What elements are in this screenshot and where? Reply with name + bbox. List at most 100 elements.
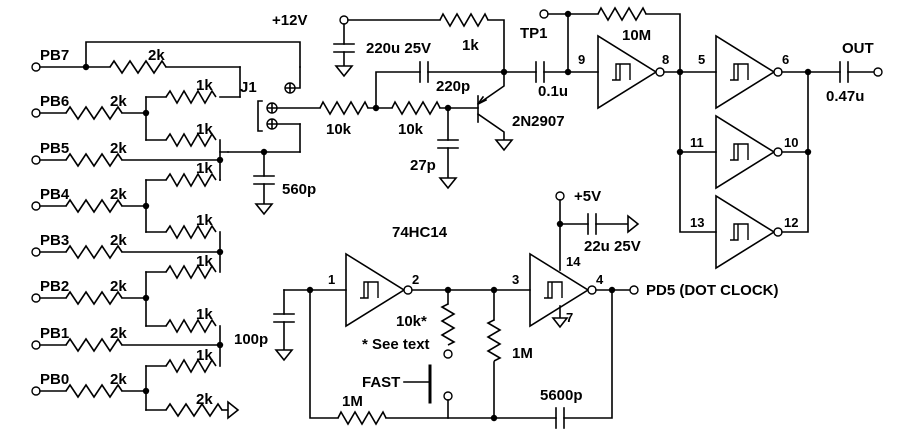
- supply-12v: [333, 12, 508, 78]
- c560p-label: 560p: [282, 181, 316, 198]
- r10k-label: 10k: [326, 121, 352, 138]
- junction: [82, 63, 90, 71]
- resistor-10k: [319, 100, 369, 116]
- pb7-terminal[interactable]: [31, 62, 41, 72]
- fast-switch-label: FAST: [362, 374, 400, 391]
- pb0-terminal[interactable]: [31, 386, 41, 396]
- pb4-label: PB4: [40, 186, 70, 203]
- ic-label: 74HC14: [392, 224, 448, 241]
- pb3-terminal[interactable]: [31, 247, 41, 257]
- out-label: OUT: [842, 40, 874, 57]
- capacitor-560p: [253, 151, 275, 216]
- resistor-10k-star: [440, 303, 456, 346]
- resistor-pb5-2k: [65, 152, 123, 168]
- ground-icon: [227, 400, 240, 420]
- j1-label: J1: [240, 79, 257, 96]
- labels: PB7 PB6 PB5 PB4 PB3 PB2 PB1 PB0 2k 2k 2k…: [40, 12, 874, 410]
- resistor-pb0-2k: [65, 383, 123, 399]
- r-label: 1k: [196, 306, 213, 323]
- pb6-terminal[interactable]: [31, 108, 41, 118]
- resistor-1m: [337, 410, 387, 426]
- v12-label: +12V: [272, 12, 307, 29]
- c220u-label: 220u 25V: [366, 40, 431, 57]
- pb2-terminal[interactable]: [31, 293, 41, 303]
- pin-label: 14: [566, 254, 581, 269]
- r-label: 2k: [110, 325, 127, 342]
- pb2-label: PB2: [40, 278, 69, 295]
- pin-label: 7: [566, 310, 573, 325]
- transistor-2n2907: [476, 71, 514, 152]
- v5-label: +5V: [574, 188, 601, 205]
- pin-label: 11: [690, 135, 704, 150]
- resistor-1k: [165, 358, 217, 374]
- r1k-label: 1k: [462, 37, 479, 54]
- resistor-1k: [165, 132, 217, 148]
- c047u-label: 0.47u: [826, 88, 864, 105]
- r-label: 2k: [110, 140, 127, 157]
- resistor-pb1-2k: [65, 337, 123, 353]
- transistor-label: 2N2907: [512, 113, 565, 130]
- ground-icon: [274, 349, 294, 362]
- r10k-star-label: 10k*: [396, 313, 427, 330]
- resistor-1k: [165, 264, 217, 280]
- r-label: 2k: [110, 371, 127, 388]
- pin-label: 3: [512, 272, 519, 287]
- resistor-1k: [165, 318, 217, 334]
- c100p-label: 100p: [234, 331, 268, 348]
- resistor-pb4-2k: [65, 198, 123, 214]
- r-label: 1k: [196, 212, 213, 229]
- r10k-label: 10k: [398, 121, 424, 138]
- pin-label: 13: [690, 215, 704, 230]
- pd5-terminal[interactable]: [629, 285, 639, 295]
- r-label: 1k: [196, 253, 213, 270]
- r-label: 1k: [196, 347, 213, 364]
- r-label: 2k: [110, 278, 127, 295]
- r-label: 2k: [110, 186, 127, 203]
- resistor-pb7-2k: [109, 59, 167, 75]
- r-label: 2k: [110, 232, 127, 249]
- pb1-label: PB1: [40, 325, 69, 342]
- pb7-label: PB7: [40, 47, 69, 64]
- resistor-pb6-2k: [65, 105, 123, 121]
- pd5-label: PD5 (DOT CLOCK): [646, 282, 779, 299]
- note-label: * See text: [362, 336, 430, 353]
- pb5-terminal[interactable]: [31, 155, 41, 165]
- c22u-label: 22u 25V: [584, 238, 641, 255]
- ground-icon: [627, 214, 640, 234]
- resistor-1k: [165, 172, 217, 188]
- out-terminal[interactable]: [873, 67, 883, 77]
- pin-label: 8: [662, 52, 669, 67]
- bias-network: [319, 61, 505, 190]
- output-buffers: [676, 34, 883, 270]
- pb3-label: PB3: [40, 232, 69, 249]
- dot-clock-oscillator: [273, 191, 640, 429]
- ground-icon: [438, 177, 458, 190]
- pb6-label: PB6: [40, 93, 69, 110]
- c01u-label: 0.1u: [538, 83, 568, 100]
- jumper-j1[interactable]: [257, 66, 321, 153]
- resistor-1k: [165, 89, 217, 105]
- pb4-terminal[interactable]: [31, 201, 41, 211]
- r-label: 1k: [196, 160, 213, 177]
- c220p-label: 220p: [436, 78, 470, 95]
- ground-icon: [494, 139, 514, 152]
- resistor-2k-ground: [165, 402, 223, 418]
- r-label: 2k: [148, 47, 165, 64]
- r10m-label: 10M: [622, 27, 651, 44]
- r-label: 1k: [196, 121, 213, 138]
- resistor-pb2-2k: [65, 290, 123, 306]
- r1m-label: 1M: [342, 393, 363, 410]
- coupling-stage: [503, 6, 681, 83]
- c27p-label: 27p: [410, 157, 436, 174]
- resistor-1m: [486, 319, 502, 362]
- resistor-10m: [597, 6, 647, 22]
- inverter-9-8: [597, 34, 717, 110]
- pin-label: 1: [328, 272, 335, 287]
- pb1-terminal[interactable]: [31, 340, 41, 350]
- pin-label: 9: [578, 52, 585, 67]
- tp1-testpoint[interactable]: [539, 9, 549, 19]
- pin-label: 4: [596, 272, 604, 287]
- resistor-pb3-2k: [65, 244, 123, 260]
- ground-icon: [551, 317, 569, 329]
